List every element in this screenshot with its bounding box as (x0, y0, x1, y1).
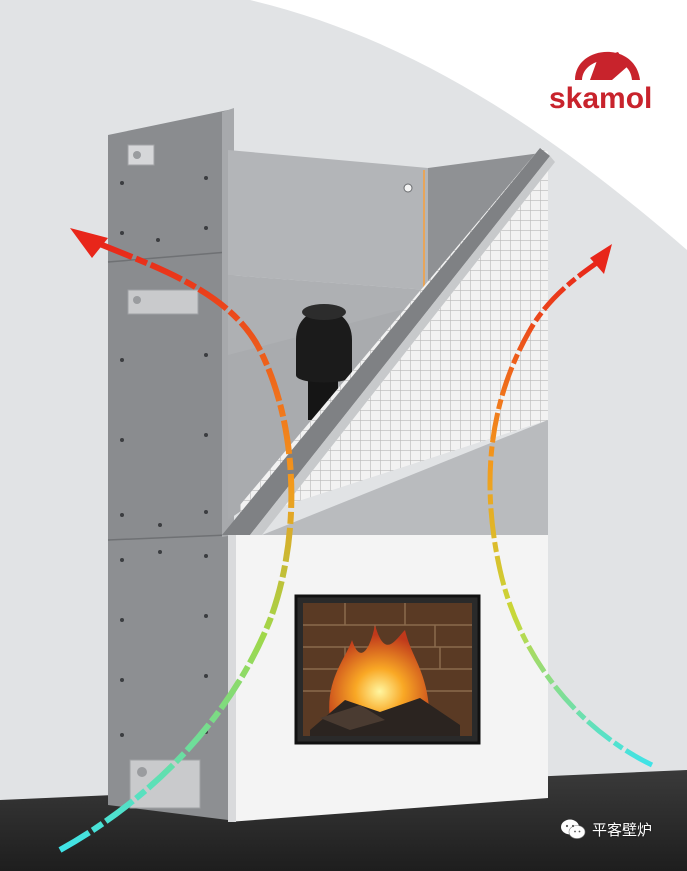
brand-logo: skamol (549, 51, 652, 115)
watermark-text: 平客壁炉 (592, 820, 653, 839)
fireplace-insert (294, 594, 481, 745)
right-airflow-path (487, 259, 654, 768)
skamol-arch-logo-icon (575, 51, 640, 80)
right-arrowhead (590, 244, 612, 274)
flue-pipe (296, 304, 352, 420)
watermark: 平客壁炉 (560, 818, 652, 840)
left-arrowhead (70, 228, 108, 258)
airflow-arrows (58, 228, 654, 853)
wechat-icon (561, 819, 586, 839)
brand-name: skamol (549, 82, 652, 115)
front-gray-band (262, 420, 548, 535)
diagonal-baffle-plate (222, 148, 555, 535)
flame (329, 625, 430, 720)
